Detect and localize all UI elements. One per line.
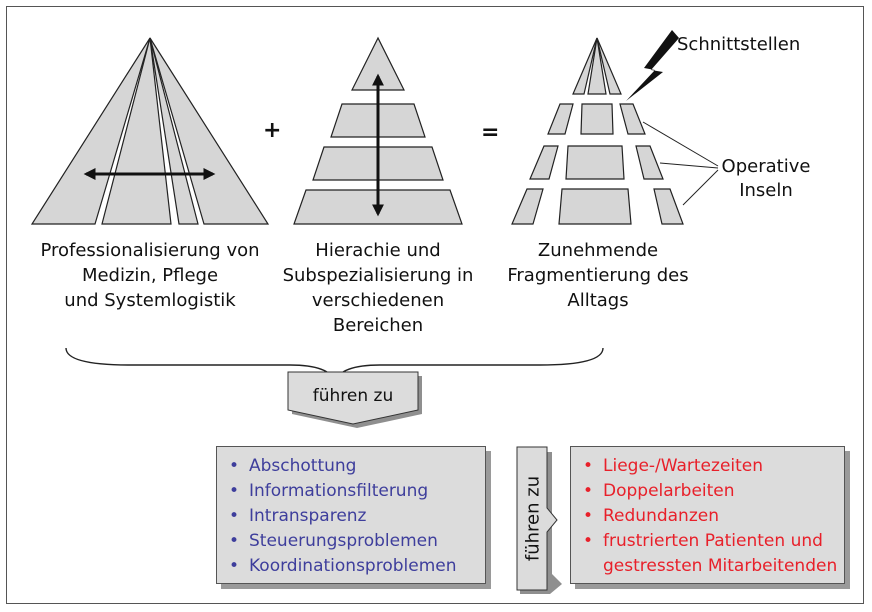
consequences-box: • Liege-/Wartezeiten • Doppelarbeiten • Redun… <box>570 446 845 584</box>
list-item-text: Intransparenz <box>249 506 367 526</box>
list-item: • Abschottung <box>229 454 485 479</box>
list-item-text: Doppelarbeiten <box>603 481 735 501</box>
list-item-text: Koordinationsproblemen <box>249 556 457 576</box>
label-schnittstellen: Schnittstellen <box>677 34 801 55</box>
bullet-icon: • <box>229 506 240 526</box>
lightning-icon <box>626 30 679 101</box>
caption-hierarchy: Hierachie und Subspezialisierung in vers… <box>282 240 474 336</box>
bullet-icon: • <box>229 531 240 551</box>
bullet-icon: • <box>583 531 594 551</box>
list-item: • Doppelarbeiten <box>583 479 844 504</box>
problems-list: • Abschottung • Informationsfilterung • Intra… <box>229 454 485 579</box>
bullet-icon: • <box>583 506 594 526</box>
list-item-text: frustrierten Patienten und <box>603 531 823 551</box>
list-item: gestressten Mitarbeitenden <box>583 554 844 579</box>
list-item: • Steuerungsproblemen <box>229 529 485 554</box>
side-arrow-label-fuehren-zu: führen zu <box>522 475 544 562</box>
diagram-frame <box>6 6 864 604</box>
caption-fragmentation: Zunehmende Fragmentierung des Alltags <box>507 240 689 311</box>
caption-professionalization: Professionalisierung von Medizin, Pflege… <box>40 240 260 311</box>
list-item: • frustrierten Patienten und <box>583 529 844 554</box>
list-item: • Koordinationsproblemen <box>229 554 485 579</box>
list-item: • Informationsfilterung <box>229 479 485 504</box>
fragmented-pyramid <box>511 37 684 225</box>
label-operative-inseln: Operative Inseln <box>721 156 811 201</box>
consequences-list: • Liege-/Wartezeiten • Doppelarbeiten • Redun… <box>583 454 844 579</box>
list-item-text: Informationsfilterung <box>249 481 429 501</box>
equals-symbol: = <box>481 120 500 145</box>
problems-box: • Abschottung • Informationsfilterung • Intra… <box>216 446 486 584</box>
arrow-label-fuehren-zu: führen zu <box>312 386 394 406</box>
plus-symbol: + <box>263 118 282 143</box>
bullet-icon: • <box>229 556 240 576</box>
list-item: • Liege-/Wartezeiten <box>583 454 844 479</box>
list-item: • Redundanzen <box>583 504 844 529</box>
list-item-text: Steuerungsproblemen <box>249 531 438 551</box>
list-item-text: Abschottung <box>249 456 357 476</box>
list-item: • Intransparenz <box>229 504 485 529</box>
bullet-icon: • <box>583 481 594 501</box>
bullet-icon: • <box>229 481 240 501</box>
professionalization-fan <box>30 37 270 225</box>
bullet-icon: • <box>583 456 594 476</box>
operative-inseln-pointers <box>642 121 719 206</box>
list-item-text: gestressten Mitarbeitenden <box>603 556 838 576</box>
list-item-text: Liege-/Wartezeiten <box>603 456 764 476</box>
bullet-icon: • <box>229 456 240 476</box>
list-item-text: Redundanzen <box>603 506 719 526</box>
